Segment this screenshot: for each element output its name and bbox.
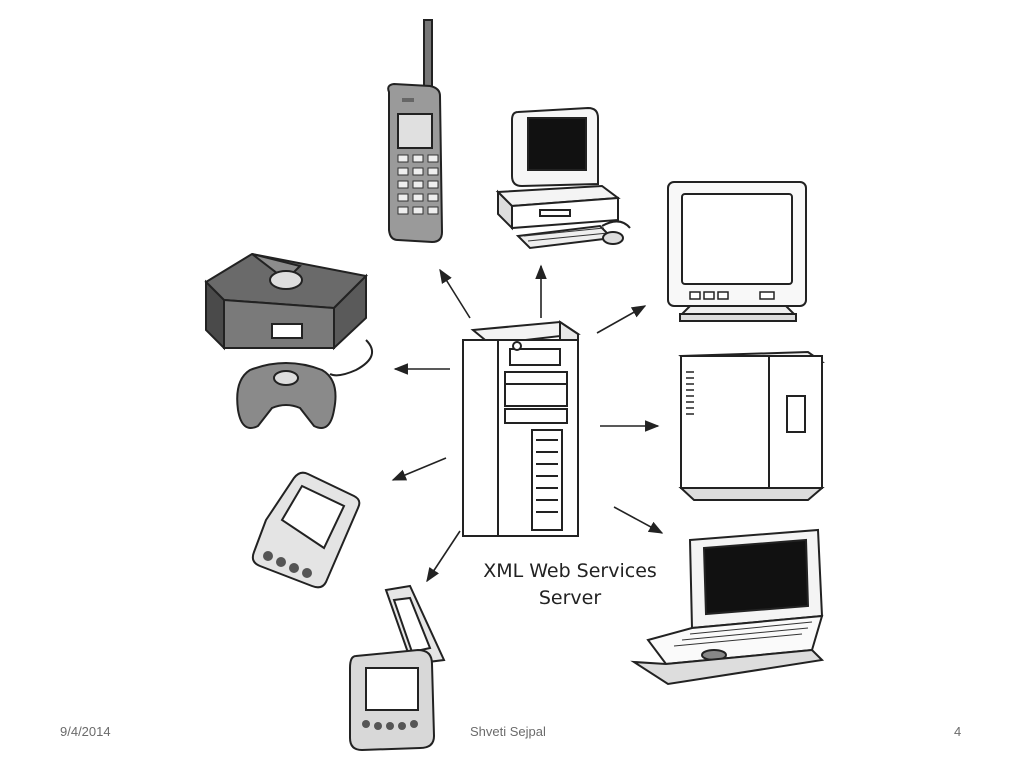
crt-monitor-icon <box>667 181 807 322</box>
server-caption-line1: XML Web Services <box>483 560 657 582</box>
server-caption: XML Web Services Server <box>470 558 670 612</box>
arrow-to-monitor <box>596 305 647 334</box>
arrow-to-laptop <box>613 506 664 534</box>
server-tower-icon <box>462 320 581 537</box>
flip-pda-icon <box>349 584 446 752</box>
arrow-to-pda <box>391 457 447 481</box>
cordless-phone-icon <box>387 19 444 244</box>
footer-author: Shveti Sejpal <box>470 724 546 739</box>
game-console-icon <box>204 252 374 429</box>
footer-date: 9/4/2014 <box>60 724 111 739</box>
arrow-to-phone <box>439 268 471 319</box>
arrow-to-flip-pda <box>426 530 461 583</box>
server-caption-line2: Server <box>538 587 602 609</box>
tower-computer-icon <box>678 350 825 501</box>
arrows <box>391 264 664 583</box>
laptop-icon <box>630 528 825 686</box>
desktop-computer-icon <box>495 106 631 250</box>
footer-page-number: 4 <box>954 724 962 739</box>
pda-icon <box>251 471 361 589</box>
